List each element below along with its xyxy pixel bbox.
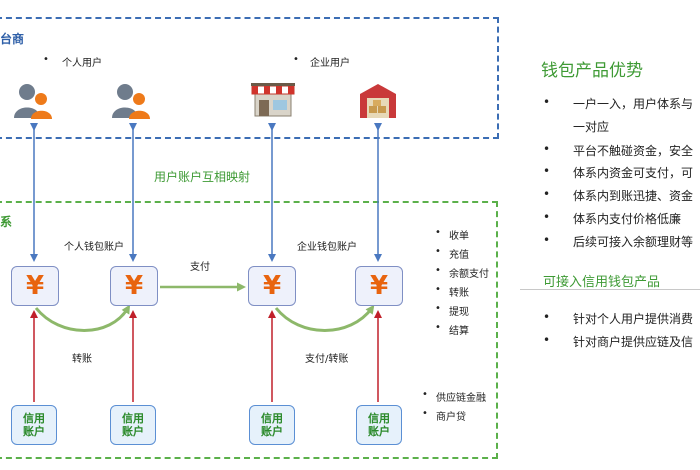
service-item: 充值	[435, 246, 469, 261]
financing-item: 商户贷	[422, 408, 466, 423]
advantage-bullet: •	[543, 187, 551, 201]
advantages-title: 钱包产品优势	[541, 61, 643, 81]
advantage-bullet: •	[543, 164, 551, 178]
credit-bullet: •	[543, 310, 551, 324]
credit-account-4: 信用账户	[356, 405, 402, 445]
service-item: 结算	[435, 322, 469, 337]
platform-title: 台商	[0, 32, 25, 46]
advantage-item: 一对应	[573, 120, 610, 134]
advantage-item: 体系内支付价格低廉	[573, 212, 682, 226]
credit-item: 针对商户提供应链及信	[573, 335, 694, 349]
enterprise-user-label: 企业用户	[310, 58, 350, 69]
advantage-item: 后续可接入余额理财等	[573, 235, 694, 249]
credit-account-3: 信用账户	[249, 405, 295, 445]
enterprise-user-bullet: •	[293, 54, 299, 65]
enterprise-wallet-1: ¥	[248, 266, 296, 306]
enterprise-shop-icon	[251, 83, 295, 117]
personal-user-icon-1	[14, 84, 52, 119]
enterprise-wallet-2: ¥	[355, 266, 403, 306]
service-item: 收单	[435, 227, 469, 242]
personal-wallet-1: ¥	[11, 266, 59, 306]
advantage-item: 平台不触碰资金，安全	[573, 144, 694, 158]
financing-item: 供应链金融	[422, 389, 486, 404]
credit-account-2: 信用账户	[110, 405, 156, 445]
enterprise-wallet-label: 企业钱包账户	[297, 242, 357, 253]
section-divider	[520, 289, 700, 290]
pay-transfer-label: 支付/转账	[305, 354, 349, 365]
transfer-label: 转账	[72, 354, 92, 365]
advantage-item: 体系内到账迅捷、资金	[573, 189, 694, 203]
transfer-arc-enterprise	[274, 304, 375, 332]
service-item: 提现	[435, 303, 469, 318]
service-item: 余额支付	[435, 265, 489, 280]
platform-box	[0, 17, 499, 139]
advantage-item: 体系内资金可支付，可	[573, 166, 694, 180]
wallet-system-title: 系	[0, 215, 13, 229]
advantage-bullet: •	[543, 142, 551, 156]
personal-user-bullet: •	[43, 54, 49, 65]
advantage-bullet: •	[543, 210, 551, 224]
credit-bullet: •	[543, 333, 551, 347]
pay-label: 支付	[190, 262, 210, 273]
service-item: 转账	[435, 284, 469, 299]
personal-user-label: 个人用户	[62, 58, 102, 69]
personal-wallet-label: 个人钱包账户	[64, 242, 124, 253]
wallet-system-box	[0, 201, 498, 459]
advantage-bullet: •	[543, 95, 551, 109]
credit-account-1: 信用账户	[11, 405, 57, 445]
credit-item: 针对个人用户提供消费	[573, 312, 694, 326]
personal-user-icon-2	[112, 84, 150, 119]
advantage-bullet: •	[543, 233, 551, 247]
credit-section-title: 可接入信用钱包产品	[543, 275, 661, 290]
advantage-item: 一户一入，用户体系与	[573, 97, 694, 111]
enterprise-warehouse-icon	[360, 84, 396, 118]
mapping-label: 用户账户互相映射	[154, 170, 251, 184]
transfer-arc-personal	[34, 304, 131, 332]
personal-wallet-2: ¥	[110, 266, 158, 306]
